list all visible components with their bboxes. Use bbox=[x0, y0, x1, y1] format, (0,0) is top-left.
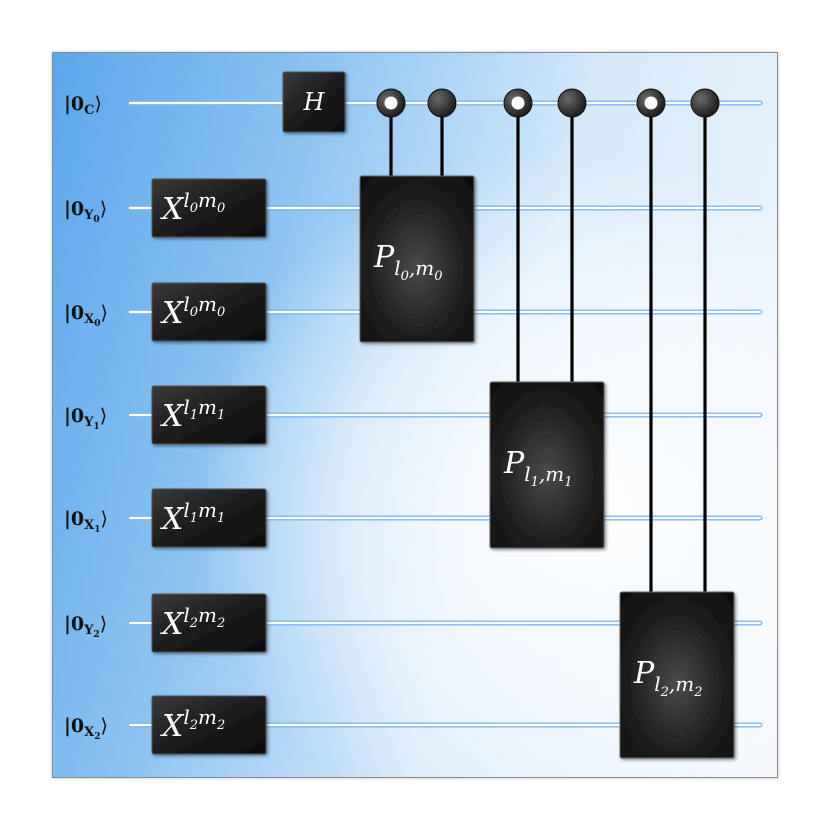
h-gate: H bbox=[282, 71, 346, 133]
open-control-dot bbox=[503, 88, 533, 118]
qubit-label: |0Y1⟩ bbox=[64, 405, 107, 432]
h-gate-label: H bbox=[303, 88, 326, 116]
p-gate-label: Pl0,m0 bbox=[373, 240, 442, 284]
open-control-dot bbox=[376, 88, 406, 118]
x-gate-label: Xl1m1 bbox=[160, 498, 225, 537]
qubit-label: |0X0⟩ bbox=[64, 302, 108, 329]
x-gate-label: Xl2m2 bbox=[160, 705, 225, 744]
qubit-labels-layer: |0C⟩ |0Y0⟩ |0X0⟩ |0Y1⟩ |0X1⟩ |0Y2⟩ |0X2⟩ bbox=[64, 93, 108, 742]
x-gate: Xl0m0 bbox=[151, 178, 267, 238]
x-gate-label: Xl0m0 bbox=[160, 292, 225, 331]
x-gate-label: Xl1m1 bbox=[160, 395, 225, 434]
closed-control-dot bbox=[690, 88, 720, 118]
p-gate-label: Pl2,m2 bbox=[633, 656, 702, 700]
x-gate: Xl1m1 bbox=[151, 488, 267, 548]
x-gate-label: Xl2m2 bbox=[160, 603, 225, 642]
gates-layer: HXl0m0Xl0m0Xl1m1Xl1m1Xl2m2Xl2m2Pl0,m0Pl1… bbox=[151, 71, 735, 759]
x-gate-label: Xl0m0 bbox=[160, 188, 225, 227]
qubit-label: |0Y2⟩ bbox=[64, 613, 107, 640]
qubit-label: |0C⟩ bbox=[64, 93, 102, 118]
qubit-label: |0X2⟩ bbox=[64, 715, 108, 742]
p-gate: Pl2,m2 bbox=[619, 591, 735, 759]
open-control-dot bbox=[636, 88, 666, 118]
p-gate-label: Pl1,m1 bbox=[503, 446, 572, 490]
x-gate: Xl1m1 bbox=[151, 385, 267, 445]
x-gate: Xl2m2 bbox=[151, 695, 267, 755]
x-gate: Xl0m0 bbox=[151, 282, 267, 342]
p-gate: Pl0,m0 bbox=[359, 175, 475, 343]
control-connectors-layer bbox=[389, 103, 707, 592]
qubit-label: |0Y0⟩ bbox=[64, 198, 107, 225]
closed-control-dot bbox=[557, 88, 587, 118]
qubit-label: |0X1⟩ bbox=[64, 508, 108, 535]
p-gate: Pl1,m1 bbox=[489, 381, 605, 549]
closed-control-dot bbox=[427, 88, 457, 118]
x-gate: Xl2m2 bbox=[151, 593, 267, 653]
